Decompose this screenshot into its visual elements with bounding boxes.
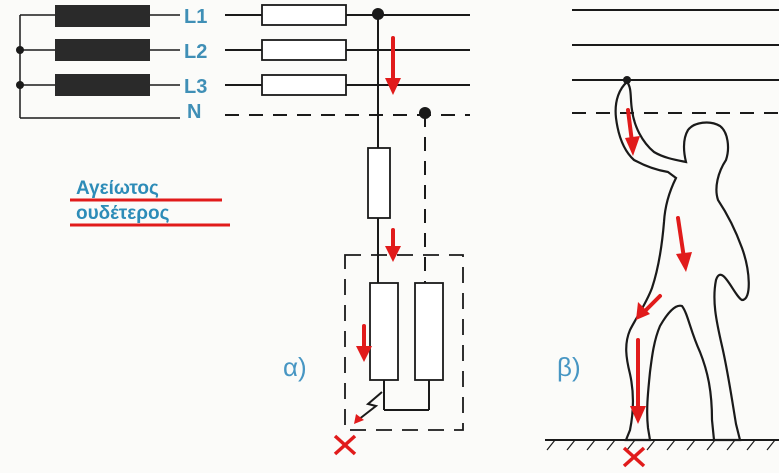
red-arrow-down-icon bbox=[625, 136, 640, 156]
contact-point bbox=[623, 76, 631, 84]
person-silhouette bbox=[614, 80, 750, 442]
spark-icon bbox=[357, 391, 383, 421]
load-circuit bbox=[344, 8, 464, 431]
fuse-branch bbox=[367, 147, 391, 219]
label-l2: L2 bbox=[184, 41, 207, 63]
fuse-l1 bbox=[261, 4, 347, 26]
device-winding-1 bbox=[369, 282, 399, 381]
note-line-2: ουδέτερος bbox=[76, 203, 170, 224]
winding-3 bbox=[55, 74, 150, 96]
panel-label-a: α) bbox=[283, 352, 307, 382]
label-l1: L1 bbox=[184, 6, 207, 28]
red-arrow-down-icon bbox=[630, 406, 646, 424]
label-l3: L3 bbox=[184, 76, 207, 98]
red-arrow-down-icon bbox=[356, 346, 372, 362]
note-line-1: Αγείωτος bbox=[76, 178, 159, 199]
winding-1 bbox=[55, 5, 150, 27]
fuse-l3 bbox=[261, 74, 347, 96]
ground-hatch-icon bbox=[545, 439, 779, 451]
red-arrow-down-icon bbox=[385, 246, 401, 262]
transformer-windings bbox=[16, 5, 180, 119]
label-n: N bbox=[187, 101, 201, 123]
distribution-lines bbox=[225, 4, 470, 116]
star-point-dot bbox=[16, 81, 24, 89]
star-point-dot bbox=[16, 46, 24, 54]
overhead-lines-b bbox=[572, 9, 779, 114]
red-arrow-down-icon bbox=[385, 78, 401, 95]
red-arrow-down-icon bbox=[676, 252, 692, 272]
panel-label-b: β) bbox=[557, 352, 581, 382]
red-arrow-down-icon bbox=[636, 302, 650, 320]
current-arrows-a bbox=[356, 36, 401, 362]
current-arrows-b bbox=[625, 108, 692, 424]
fault-marker-a bbox=[333, 434, 357, 456]
winding-2 bbox=[55, 39, 150, 61]
fuse-l2 bbox=[261, 39, 347, 61]
device-winding-2 bbox=[414, 282, 444, 381]
fault-marker-b bbox=[622, 446, 646, 468]
device-enclosure bbox=[344, 254, 464, 431]
